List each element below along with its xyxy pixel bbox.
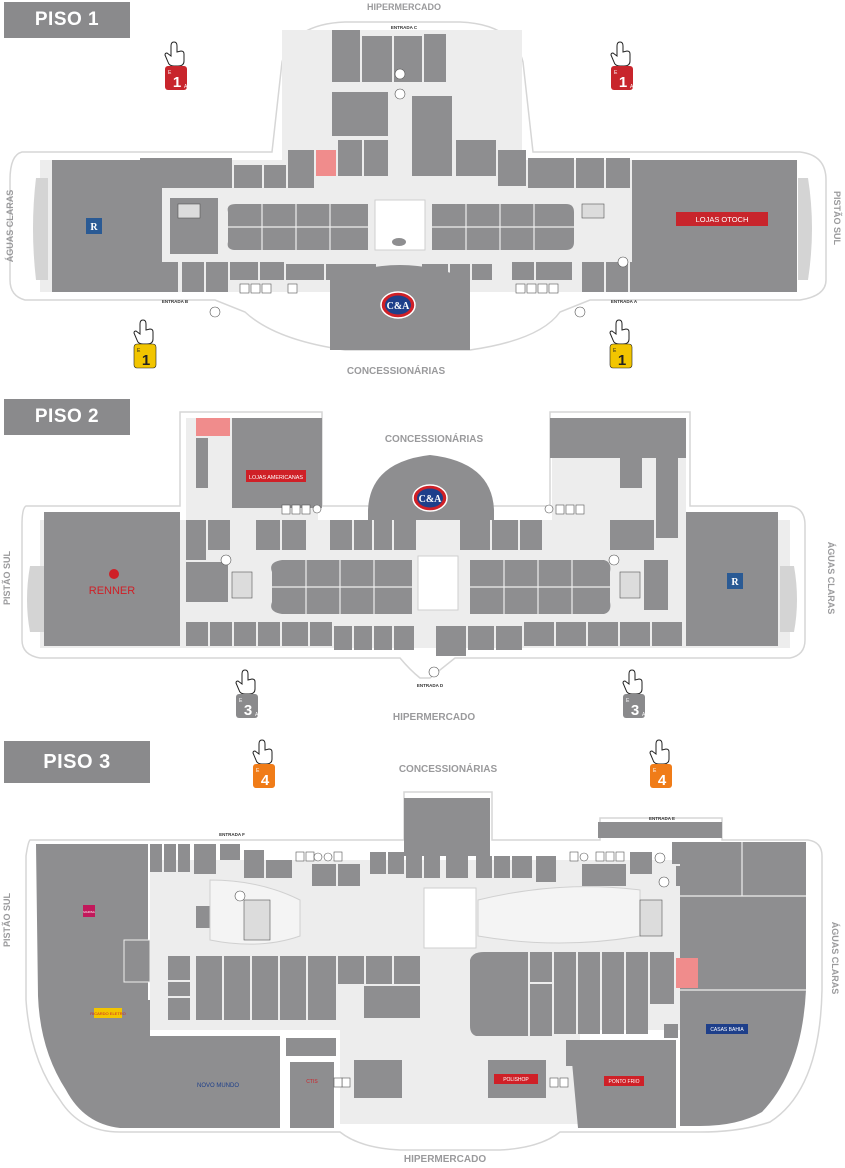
parking-letter: E xyxy=(137,348,141,354)
parking-letter: E xyxy=(653,768,657,774)
floor1-bottom-direction: CONCESSIONÁRIAS xyxy=(347,364,446,377)
floor-tab-2-label: PISO 2 xyxy=(34,406,100,427)
parking-number: 4 xyxy=(261,772,270,789)
entrance-b: ENTRADA B xyxy=(162,299,189,304)
renner-store[interactable] xyxy=(44,512,180,646)
floor-tab-1[interactable]: PISO 1 xyxy=(4,2,130,38)
parking-sub: A xyxy=(642,712,646,718)
floor3-right-direction: ÁGUAS CLARAS xyxy=(830,922,840,995)
parking-marker-e3a-left[interactable]: E 3 A xyxy=(235,669,259,719)
parking-number: 4 xyxy=(658,772,667,789)
floor3-left-direction: PISTÃO SUL xyxy=(2,893,12,948)
polishop-logo: POLISHOP xyxy=(503,1077,529,1083)
entrance-d: ENTRADA D xyxy=(417,683,444,688)
parking-sub: A xyxy=(630,84,634,90)
right-block-floor3[interactable] xyxy=(680,842,806,1126)
parking-number: 1 xyxy=(619,74,627,91)
r-logo-floor1: R xyxy=(90,222,98,233)
marisa-logo: MARISA xyxy=(83,910,95,914)
parking-number: 1 xyxy=(618,352,626,369)
parking-letter: E xyxy=(239,698,243,704)
r-logo-floor2: R xyxy=(731,577,739,588)
parking-marker-e1-right[interactable]: E 1 xyxy=(609,319,633,369)
entrance-c: ENTRADA C xyxy=(391,25,418,30)
parking-number: 3 xyxy=(244,702,252,719)
parking-marker-e1a-right[interactable]: E 1 A xyxy=(610,41,634,91)
novomundo-logo: NOVO MUNDO xyxy=(197,1083,239,1089)
entrance-f: ENTRADA F xyxy=(219,832,245,837)
parking-sub: A xyxy=(184,84,188,90)
floor-tab-1-label: PISO 1 xyxy=(34,9,100,30)
renner-logo: RENNER xyxy=(89,585,136,597)
otoch-logo: LOJAS OTOCH xyxy=(696,215,749,224)
floor-tab-3[interactable]: PISO 3 xyxy=(4,741,150,783)
entrance-e: ENTRADA E xyxy=(649,816,675,821)
parking-marker-e4-right[interactable]: E 4 xyxy=(649,739,672,789)
parking-letter: E xyxy=(613,348,617,354)
casasbahia-logo: CASAS BAHIA xyxy=(710,1027,744,1033)
americanas-logo: LOJAS AMERICANAS xyxy=(249,475,303,481)
floor1-top-direction: HIPERMERCADO xyxy=(367,2,441,12)
floor3-top-direction: CONCESSIONÁRIAS xyxy=(399,762,498,775)
floor2-right-direction: ÁGUAS CLARAS xyxy=(826,542,836,615)
floor2-top-direction: CONCESSIONÁRIAS xyxy=(385,432,484,445)
anchor-left-store[interactable] xyxy=(52,160,162,292)
parking-marker-e1-left[interactable]: E 1 xyxy=(133,319,157,369)
parking-letter: E xyxy=(256,768,260,774)
ricardoeletro-logo: RICARDO ELETRO xyxy=(90,1011,126,1016)
parking-marker-e3a-right[interactable]: E 3 A xyxy=(622,669,646,719)
parking-marker-e1a-left[interactable]: E 1 A xyxy=(164,41,188,91)
ca-logo-floor2: C&A xyxy=(419,494,443,505)
floor-tab-3-label: PISO 3 xyxy=(43,750,111,773)
floor2-bottom-direction: HIPERMERCADO xyxy=(393,712,475,723)
pontofrio-logo: PONTO FRIO xyxy=(608,1079,639,1085)
entrance-a: ENTRADA A xyxy=(611,299,638,304)
parking-letter: E xyxy=(168,70,172,76)
parking-marker-e4-left[interactable]: E 4 xyxy=(252,739,275,789)
ca-logo-floor1: C&A xyxy=(387,301,411,312)
parking-number: 1 xyxy=(142,352,150,369)
floor1-left-direction: ÁGUAS CLARAS xyxy=(5,190,15,263)
parking-number: 1 xyxy=(173,74,181,91)
floor1-right-direction: PISTÃO SUL xyxy=(832,191,842,246)
parking-letter: E xyxy=(614,70,618,76)
parking-sub: A xyxy=(255,712,259,718)
floor2-left-direction: PISTÃO SUL xyxy=(2,551,12,606)
floor3-bottom-direction: HIPERMERCADO xyxy=(404,1154,486,1165)
floor-tab-2[interactable]: PISO 2 xyxy=(4,399,130,435)
ctis-logo: CTIS xyxy=(306,1079,318,1085)
parking-letter: E xyxy=(626,698,630,704)
floor-3-map xyxy=(25,791,823,1151)
parking-number: 3 xyxy=(631,702,639,719)
left-block-floor3[interactable] xyxy=(36,844,150,1128)
